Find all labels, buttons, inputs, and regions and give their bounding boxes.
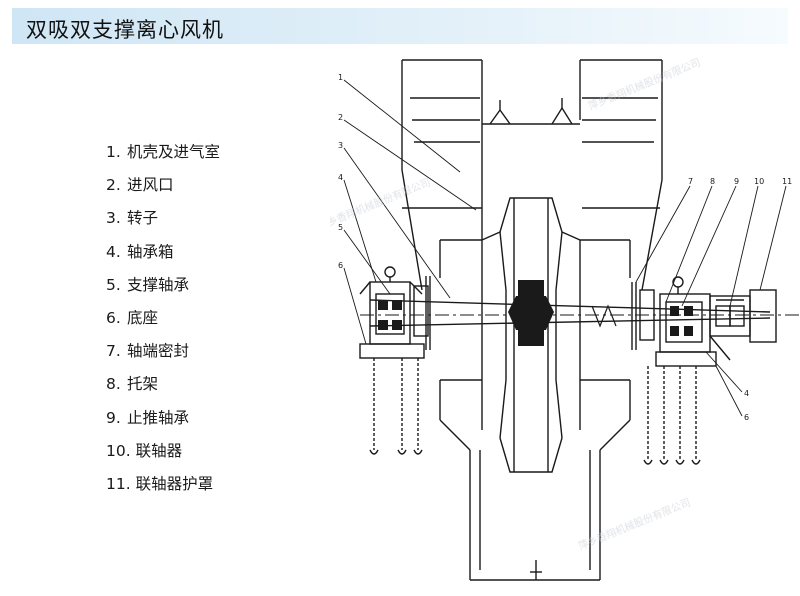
inlet-box-left [401,59,483,291]
legend-number: 8. [106,375,121,394]
legend-label: 机壳及进气室 [126,143,220,161]
legend-number: 7. [106,342,121,361]
legend-number: 9. [106,408,121,427]
coupling [715,305,745,327]
inlet-box-right [579,59,663,291]
left-bearing-box [359,266,431,359]
callout-6-right: 6 [744,413,749,422]
leader-8 [665,185,713,303]
leader-10 [729,185,759,307]
legend-number: 11. [106,474,131,493]
legend-label: 联轴器护罩 [135,474,214,493]
legend-item: 2. 进风口 [106,169,220,202]
callout-2: 2 [338,113,343,122]
legend-item: 3. 转子 [106,202,220,235]
rotor-hub [508,280,554,346]
legend-item: 8. 托架 [106,368,220,401]
legend-label: 转子 [126,209,158,228]
right-anchor-bolts [647,366,697,460]
leader-9 [681,185,737,307]
legend-number: 5. [106,275,121,294]
impeller [439,197,631,473]
leader-6 [343,267,367,345]
callout-11: 11 [782,177,792,186]
legend-item: 4. 轴承箱 [106,236,220,269]
callout-10: 10 [754,177,764,186]
legend-item: 7. 轴端密封 [106,335,220,368]
legend-item: 5. 支撑轴承 [106,269,220,302]
callout-7: 7 [688,177,693,186]
fan-drawing: 1 2 3 4 5 6 7 8 9 10 11 4 6 萍乡香翔机械股份有限公司… [330,50,800,596]
callout-6: 6 [338,261,343,270]
legend-label: 底座 [126,308,158,327]
legend-label: 托架 [126,375,158,394]
legend-label: 轴承箱 [126,242,174,261]
leader-2 [343,119,477,211]
legend-item: 11. 联轴器护罩 [106,468,220,501]
legend-number: 6. [106,308,121,327]
legend-item: 10. 联轴器 [106,435,220,468]
watermark-text: 萍乡香翔机械股份有限公司 [586,56,702,113]
main-shaft [360,299,800,328]
legend-number: 1. [106,143,121,161]
leader-1 [343,79,461,173]
leader-4 [343,179,377,283]
inlet-funnel [402,207,660,241]
callout-9: 9 [734,177,739,186]
outlet-duct [439,379,631,581]
callout-4: 4 [338,173,343,182]
leader-5 [343,229,391,295]
legend-number: 3. [106,209,121,228]
legend-label: 支撑轴承 [126,275,189,294]
callout-8: 8 [710,177,715,186]
legend-label: 止推轴承 [126,408,189,427]
legend-item: 9. 止推轴承 [106,402,220,435]
legend-number: 2. [106,176,121,195]
top-frame [482,98,580,125]
right-bolt-hooks [643,459,701,465]
legend-label: 轴端密封 [126,342,189,361]
leader-4r [705,351,743,393]
page-title: 双吸双支撑离心风机 [26,18,224,42]
leader-7 [635,185,691,283]
fan-drawing-svg: 1 2 3 4 5 6 7 8 9 10 11 4 6 萍乡香翔机械股份有限公司… [330,56,800,581]
legend-number: 4. [106,242,121,261]
callout-4-right: 4 [744,389,749,398]
watermark-text: 萍乡香翔机械股份有限公司 [576,496,692,553]
right-bearing-box [631,276,717,367]
legend-item: 6. 底座 [106,302,220,335]
parts-legend: 1. 机壳及进气室 2. 进风口 3. 转子 4. 轴承箱 5. 支撑轴承 6.… [106,136,220,501]
legend-label: 进风口 [126,176,174,195]
left-bearing-fill [378,300,402,330]
legend-number: 10. [106,441,131,460]
callout-1: 1 [338,73,343,82]
left-anchor-bolts [373,358,419,450]
legend-label: 联轴器 [135,441,183,460]
header-bar [12,8,788,44]
callout-5: 5 [338,223,343,232]
right-bearing-fill [670,306,693,336]
callout-3: 3 [338,141,343,150]
leader-6r [715,365,743,417]
coupling-guard [709,289,777,361]
leader-3 [343,147,451,299]
leader-11 [759,185,787,291]
legend-item: 1. 机壳及进气室 [106,136,220,169]
left-bolt-hooks [369,449,423,455]
